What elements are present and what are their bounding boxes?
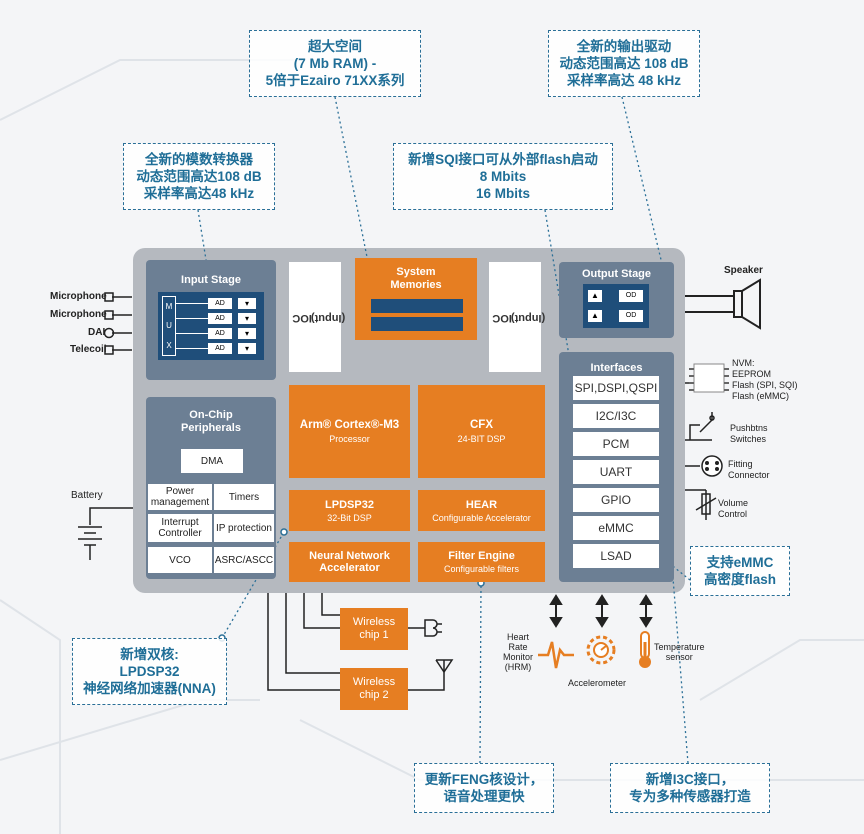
system-memories-title: System Memories (390, 266, 442, 291)
signal-line (176, 333, 208, 334)
on-chip-peripherals: On-Chip Peripherals DMA Power management… (146, 397, 276, 579)
interface-pcm: PCM (573, 432, 659, 456)
temperature-sensor-label: Temperature sensor (654, 642, 705, 662)
output-driver: OD (619, 290, 643, 302)
core-name: LPDSP32 (325, 498, 374, 511)
thermometer-icon (639, 631, 651, 668)
system-memories: System Memories (355, 258, 477, 340)
arm-cortex-m3-core: Arm® Cortex®-M3 Processor (289, 385, 410, 478)
vco-cell: VCO (148, 547, 212, 573)
dma-cell: DMA (181, 449, 243, 473)
core-sub: Configurable filters (443, 564, 520, 574)
lpdsp32-core: LPDSP32 32-Bit DSP (289, 490, 410, 531)
interface-lsad: LSAD (573, 544, 659, 568)
input-label-microphone-2: Microphone (50, 309, 107, 320)
nvm-label: NVM: EEPROM Flash (SPI, SQI) Flash (eMMC… (732, 358, 798, 401)
signal-line (176, 348, 208, 349)
ad-converter: AD (208, 343, 232, 354)
output-driver: OD (619, 310, 643, 322)
core-sub: 32-Bit DSP (327, 512, 372, 523)
callout-i3c: 新增I3C接口， 专为多种传感器打造 (610, 763, 770, 813)
input-label-dai: DAI (88, 327, 106, 338)
interface-gpio: GPIO (573, 488, 659, 512)
signal-line (176, 318, 208, 319)
interface-uart: UART (573, 460, 659, 484)
accelerometer-label: Accelerometer (568, 678, 627, 688)
input-label-telecoil: Telecoil (70, 344, 107, 355)
memory-bank (371, 317, 463, 331)
battery-label: Battery (71, 490, 103, 501)
ioc-input-left: IOC(Input) (289, 262, 345, 372)
wireless-chip-1: Wireless chip 1 (340, 608, 408, 650)
callout-memory: 超大空间 (7 Mb RAM) - 5倍于Ezairo 71XX系列 (249, 30, 421, 97)
hear-accelerator: HEAR Configurable Accelerator (418, 490, 545, 531)
core-sub: Processor (329, 434, 370, 444)
core-sub: Configurable Accelerator (432, 512, 531, 523)
heartbeat-icon (538, 641, 574, 669)
wireless-chip-2: Wireless chip 2 (340, 668, 408, 710)
callout-output-driver: 全新的输出驱动 动态范围高达 108 dB 采样率高达 48 kHz (548, 30, 700, 97)
hrm-label: Heart Rate Monitor (HRM) (502, 632, 533, 672)
interface-spi: SPI,DSPI,QSPI (573, 376, 659, 400)
interfaces-title: Interfaces (590, 362, 643, 374)
core-name: Neural Network (309, 550, 390, 562)
output-stage-title: Output Stage (581, 268, 652, 280)
driver-symbol: ▲ (588, 290, 602, 302)
core-name: CFX (470, 419, 493, 431)
core-name: HEAR (465, 498, 498, 511)
core-name: Arm® Cortex®-M3 (299, 419, 400, 431)
ad-converter: AD (208, 298, 232, 309)
callout-feng: 更新FENG核设计， 语音处理更快 (414, 763, 554, 813)
interface-emmc: eMMC (573, 516, 659, 540)
power-management-cell: Power management (148, 484, 212, 510)
mux-box: M U X (162, 296, 176, 356)
core-name: Filter Engine (448, 550, 515, 562)
cfx-dsp-core: CFX 24-BIT DSP (418, 385, 545, 478)
signal-line (176, 303, 208, 304)
ip-protection-cell: IP protection (214, 514, 274, 542)
ad-converter: AD (208, 313, 232, 324)
input-stage-title: Input Stage (181, 274, 241, 286)
callout-adc: 全新的模数转换器 动态范围高达108 dB 采样率高达48 kHz (123, 143, 275, 210)
ioc-input-right: IOC(Input) (489, 262, 545, 372)
filter-block: ▾ (238, 328, 256, 339)
interfaces-panel: Interfaces SPI,DSPI,QSPI I2C/I3C PCM UAR… (559, 352, 674, 582)
input-stage: Input Stage M U X AD AD AD AD ▾ ▾ ▾ ▾ (146, 260, 276, 380)
timers-cell: Timers (214, 484, 274, 510)
core-sub: Accelerator (319, 562, 380, 574)
callout-sqi: 新增SQI接口可从外部flash启动 8 Mbits 16 Mbits (393, 143, 613, 210)
input-stage-block: M U X AD AD AD AD ▾ ▾ ▾ ▾ (158, 292, 264, 360)
output-stage-block: ▲ OD ▲ OD (583, 284, 649, 328)
filter-block: ▾ (238, 343, 256, 354)
asrc-ascc-cell: ASRC/ASCC (214, 547, 274, 573)
filter-engine: Filter Engine Configurable filters (418, 542, 545, 582)
memory-bank (371, 299, 463, 313)
filter-block: ▾ (238, 298, 256, 309)
core-sub: 24-BIT DSP (457, 434, 506, 444)
input-label-microphone-1: Microphone (50, 291, 107, 302)
ad-converter: AD (208, 328, 232, 339)
callout-emmc: 支持eMMC 高密度flash (690, 546, 790, 596)
callout-dual-core: 新增双核: LPDSP32 神经网络加速器(NNA) (72, 638, 227, 705)
output-stage: Output Stage ▲ OD ▲ OD (559, 262, 674, 338)
interrupt-controller-cell: Interrupt Controller (148, 514, 212, 542)
pushbuttons-label: Pushbtns Switches (730, 423, 768, 444)
interface-i2c-i3c: I2C/I3C (573, 404, 659, 428)
driver-symbol: ▲ (588, 310, 602, 322)
peripherals-title: On-Chip Peripherals (181, 409, 241, 434)
neural-network-accelerator: Neural Network Accelerator (289, 542, 410, 582)
fitting-connector-label: Fitting Connector (728, 459, 770, 480)
volume-control-label: Volume Control (718, 498, 749, 519)
accelerometer-icon (586, 635, 616, 665)
filter-block: ▾ (238, 313, 256, 324)
speaker-label: Speaker (724, 265, 763, 276)
